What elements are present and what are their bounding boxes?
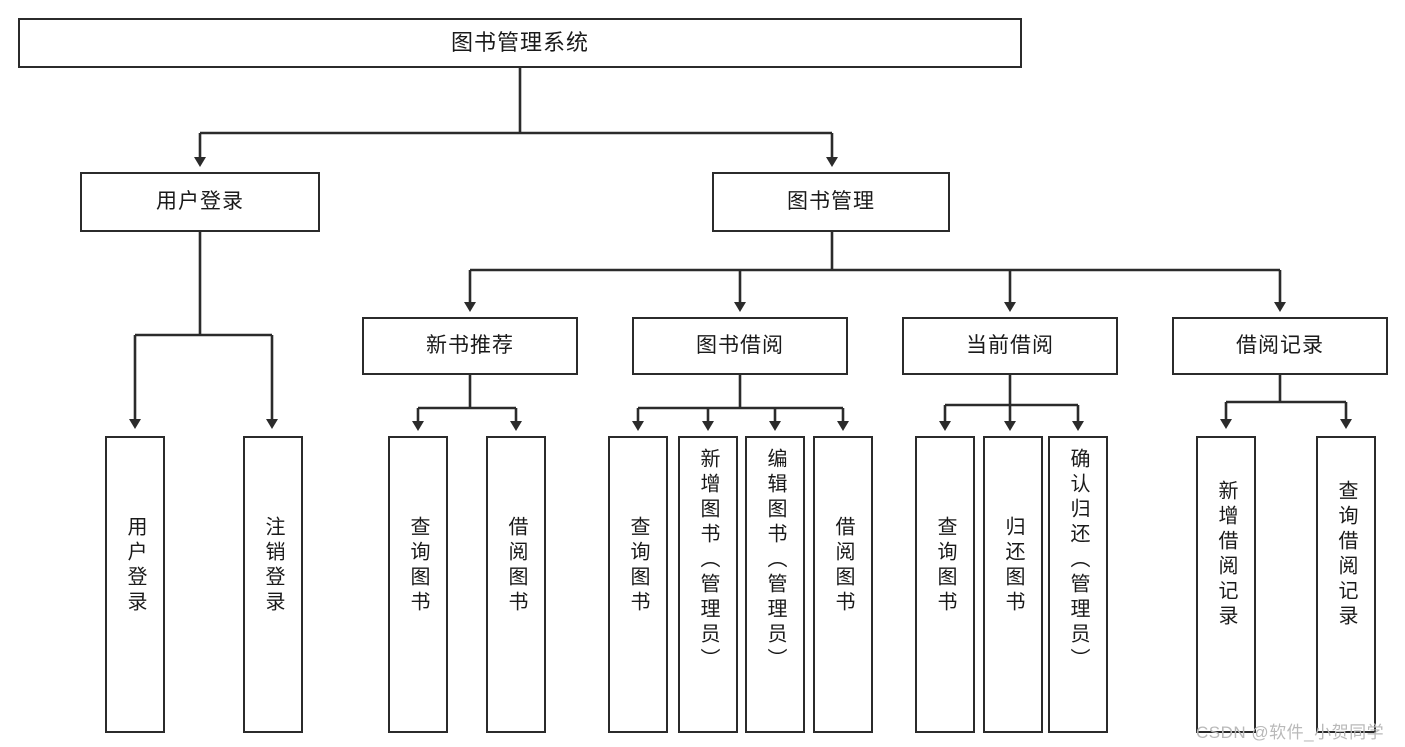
node-leaf-user-login-label: 用户登录	[124, 516, 146, 616]
node-book-manage[interactable]: 图书管理	[712, 172, 950, 232]
node-leaf-rec-query-label: 查询图书	[407, 516, 429, 616]
csdn-watermark: CSDN @软件_小贺同学	[1196, 723, 1385, 742]
node-current-borrow-label: 当前借阅	[966, 333, 1054, 357]
node-leaf-borrow-query-label: 查询图书	[627, 516, 649, 616]
node-leaf-rec-search[interactable]: 查询借阅记录	[1316, 436, 1376, 733]
node-leaf-borrow-lend[interactable]: 借阅图书	[813, 436, 873, 733]
node-new-book-rec[interactable]: 新书推荐	[362, 317, 578, 375]
node-borrow-record[interactable]: 借阅记录	[1172, 317, 1388, 375]
node-leaf-user-login[interactable]: 用户登录	[105, 436, 165, 733]
node-user-login[interactable]: 用户登录	[80, 172, 320, 232]
node-user-login-label: 用户登录	[156, 189, 244, 213]
node-root-label: 图书管理系统	[450, 30, 589, 56]
node-leaf-cur-confirm[interactable]: 确认归还（管理员）	[1048, 436, 1108, 733]
node-leaf-cur-query[interactable]: 查询图书	[915, 436, 975, 733]
node-leaf-borrow-edit[interactable]: 编辑图书（管理员）	[745, 436, 805, 733]
node-leaf-rec-borrow[interactable]: 借阅图书	[486, 436, 546, 733]
node-leaf-user-logout[interactable]: 注销登录	[243, 436, 303, 733]
node-leaf-borrow-query[interactable]: 查询图书	[608, 436, 668, 733]
node-leaf-borrow-lend-label: 借阅图书	[832, 516, 854, 616]
node-leaf-rec-borrow-label: 借阅图书	[505, 516, 527, 616]
node-leaf-rec-query[interactable]: 查询图书	[388, 436, 448, 733]
node-leaf-cur-return[interactable]: 归还图书	[983, 436, 1043, 733]
node-leaf-cur-confirm-label: 确认归还（管理员）	[1067, 448, 1089, 673]
node-book-borrow[interactable]: 图书借阅	[632, 317, 848, 375]
node-book-borrow-label: 图书借阅	[696, 333, 784, 357]
node-leaf-borrow-edit-label: 编辑图书（管理员）	[764, 448, 786, 673]
node-leaf-user-logout-label: 注销登录	[262, 516, 284, 616]
node-leaf-rec-add[interactable]: 新增借阅记录	[1196, 436, 1256, 733]
node-leaf-borrow-add[interactable]: 新增图书（管理员）	[678, 436, 738, 733]
node-leaf-rec-add-label: 新增借阅记录	[1215, 480, 1237, 630]
node-leaf-rec-search-label: 查询借阅记录	[1335, 480, 1357, 630]
node-current-borrow[interactable]: 当前借阅	[902, 317, 1118, 375]
node-leaf-cur-query-label: 查询图书	[934, 516, 956, 616]
node-leaf-cur-return-label: 归还图书	[1002, 516, 1024, 616]
node-root[interactable]: 图书管理系统	[18, 18, 1022, 68]
node-leaf-borrow-add-label: 新增图书（管理员）	[697, 448, 719, 673]
node-book-manage-label: 图书管理	[787, 189, 875, 213]
node-borrow-record-label: 借阅记录	[1236, 333, 1324, 357]
node-new-book-rec-label: 新书推荐	[426, 333, 514, 357]
